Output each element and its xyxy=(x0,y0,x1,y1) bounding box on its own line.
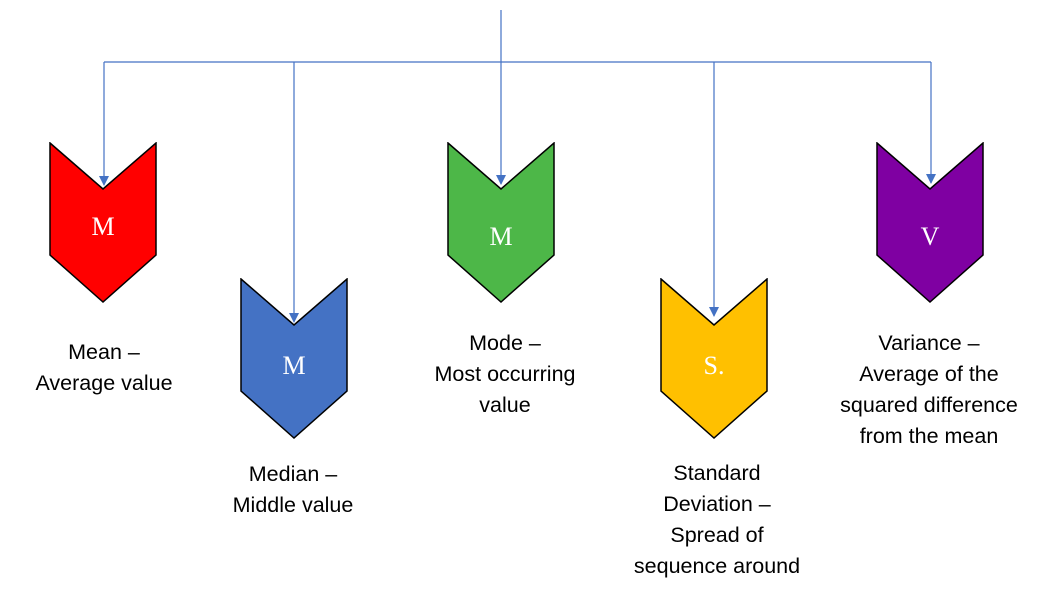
mode-letter: M xyxy=(489,222,513,251)
variance-chevron-fill xyxy=(876,142,984,304)
std-dev-caption-line-4: sequence around xyxy=(633,554,801,578)
median-caption: Median – Middle value xyxy=(183,459,403,521)
std-dev-chevron xyxy=(660,278,768,440)
mean-caption: Mean – Average value xyxy=(0,337,214,399)
std-dev-caption-line-1: Standard xyxy=(673,461,761,485)
mean-letter: M xyxy=(91,212,115,241)
median-chevron-fill xyxy=(240,278,348,440)
mode-chevron-fill xyxy=(447,142,555,304)
variance-caption-line-3: squared difference xyxy=(840,393,1018,417)
variance-caption-line-4: from the mean xyxy=(859,424,999,448)
median-chevron xyxy=(240,278,348,440)
median-caption-line-1: Median – xyxy=(248,462,338,486)
variance-caption: Variance – Average of the squared differ… xyxy=(819,328,1039,452)
std-dev-caption-line-3: Spread of xyxy=(670,523,764,547)
mean-caption-line-2: Average value xyxy=(35,371,173,395)
mean-caption-line-1: Mean – xyxy=(68,340,140,364)
mode-chevron xyxy=(447,142,555,304)
variance-caption-line-2: Average of the xyxy=(859,362,999,386)
mode-caption-line-2: Most occurring xyxy=(434,362,576,386)
mode-caption-line-1: Mode – xyxy=(469,331,541,355)
mean-chevron-fill xyxy=(49,142,157,304)
mode-caption-line-3: value xyxy=(479,393,531,417)
variance-letter: V xyxy=(920,222,940,251)
variance-caption-line-1: Variance – xyxy=(878,331,980,355)
std-dev-caption: Standard Deviation – Spread of sequence … xyxy=(607,458,827,582)
std-dev-chevron-fill xyxy=(660,278,768,440)
variance-chevron xyxy=(876,142,984,304)
median-letter: M xyxy=(282,351,306,380)
median-caption-line-2: Middle value xyxy=(232,493,354,517)
std-dev-letter: S. xyxy=(703,351,725,380)
std-dev-caption-line-2: Deviation – xyxy=(663,492,771,516)
mean-chevron xyxy=(49,142,157,304)
mode-caption: Mode – Most occurring value xyxy=(395,328,615,421)
